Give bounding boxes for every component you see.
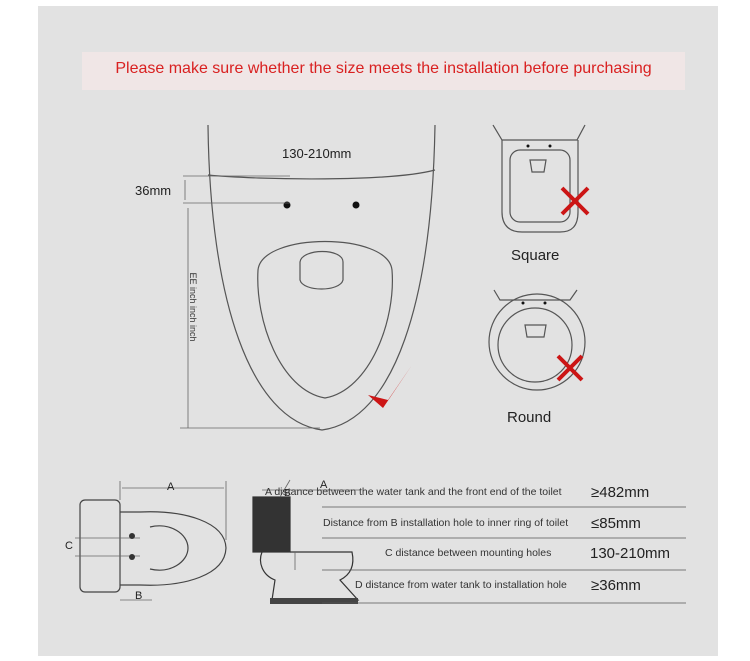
spec-underlines — [322, 506, 686, 604]
mount-hole-right — [352, 201, 360, 209]
spec-c-label: C distance between mounting holes — [385, 547, 552, 559]
diagram-panel — [38, 6, 718, 656]
toilet-top-view — [207, 124, 436, 431]
spec-d-label: D distance from water tank to installati… — [355, 579, 567, 591]
dimension-b-label: B — [135, 590, 143, 602]
round-x-icon — [556, 354, 584, 382]
spec-c-value: 130-210mm — [590, 545, 671, 562]
checkmark-icon — [368, 365, 412, 408]
spec-d-value: ≥36mm — [591, 577, 641, 594]
spec-b-label: Distance from B installation hole to inn… — [323, 517, 569, 529]
bottom-top-view — [75, 481, 227, 601]
dimension-a-label: A — [167, 481, 175, 493]
spec-a-value: ≥482mm — [591, 484, 650, 501]
width-dimension-label: 130-210mm — [282, 146, 352, 161]
warning-banner-text: Please make sure whether the size meets … — [115, 60, 652, 77]
spec-a-label: A distance between the water tank and th… — [265, 486, 562, 498]
round-seat-icon — [488, 289, 586, 391]
bottom-side-view — [252, 479, 360, 601]
vertical-dimension-label: EE inch inch inch — [188, 272, 198, 342]
dimension-c-label: C — [65, 540, 73, 552]
side-dimension-b-label: B — [284, 488, 291, 499]
square-label: Square — [511, 247, 560, 264]
warning-banner: Please make sure whether the size meets … — [82, 52, 685, 90]
side-dimension-a-label: A — [320, 479, 328, 491]
square-x-icon — [560, 186, 590, 216]
square-seat-icon — [492, 124, 586, 233]
gap-dimension-label: 36mm — [135, 183, 172, 198]
mount-hole-left — [283, 201, 291, 209]
spec-b-value: ≤85mm — [591, 515, 641, 532]
round-label: Round — [507, 409, 552, 426]
